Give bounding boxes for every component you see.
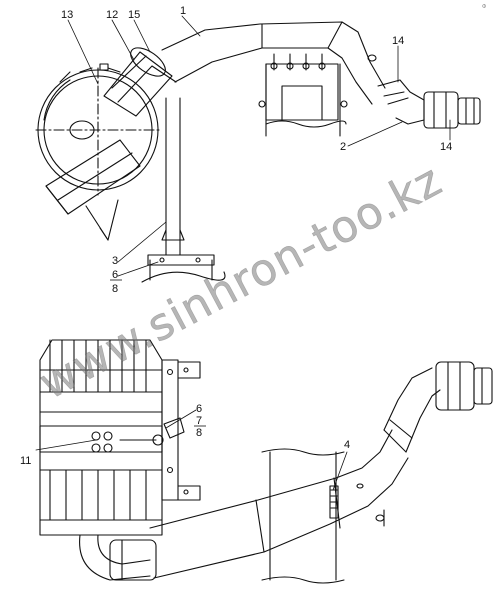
top-view [35,21,481,283]
callout-bottom-11: 11 [20,455,31,467]
intake-pipe-lower [149,429,409,579]
bottom-view [39,339,493,584]
callout-top-2: 2 [340,141,346,153]
callout-top-13: 13 [61,9,73,21]
frame-section-bottom [261,448,345,584]
upper-riser-bottom [383,361,493,453]
intake-pipe-1 [161,21,386,105]
callout-top-8: 8 [112,283,118,295]
callout-labels: 13 12 15 1 14 2 14 3 6 8 6 7 8 11 4 [20,5,452,467]
lower-elbow-bottom [79,534,157,581]
callout-top-6: 6 [112,269,118,281]
corner-mark: Ф [482,4,487,10]
callout-top-14-lower: 14 [440,141,452,153]
callout-top-15: 15 [128,9,140,21]
callout-top-12: 12 [106,9,118,21]
callout-bottom-8: 8 [196,427,202,439]
leader-lines [35,15,451,491]
support-post-top [141,97,226,283]
inlet-cylinder-top [45,139,141,241]
callout-top-14-upper: 14 [392,35,404,47]
cleaner-mount-bracket-bottom [161,359,201,501]
cleaner-elbow-top [103,47,177,117]
pipe-bracket-top [258,53,348,137]
callout-bottom-7: 7 [196,415,202,427]
watermark-text: www.sinhron-too.kz [31,155,450,410]
air-cleaner-housing-top [35,63,161,196]
callout-top-3: 3 [112,255,118,267]
outlet-elbow-top [377,79,481,129]
callout-bottom-6: 6 [196,403,202,415]
callout-top-1: 1 [180,5,186,17]
callout-bottom-4: 4 [344,439,350,451]
